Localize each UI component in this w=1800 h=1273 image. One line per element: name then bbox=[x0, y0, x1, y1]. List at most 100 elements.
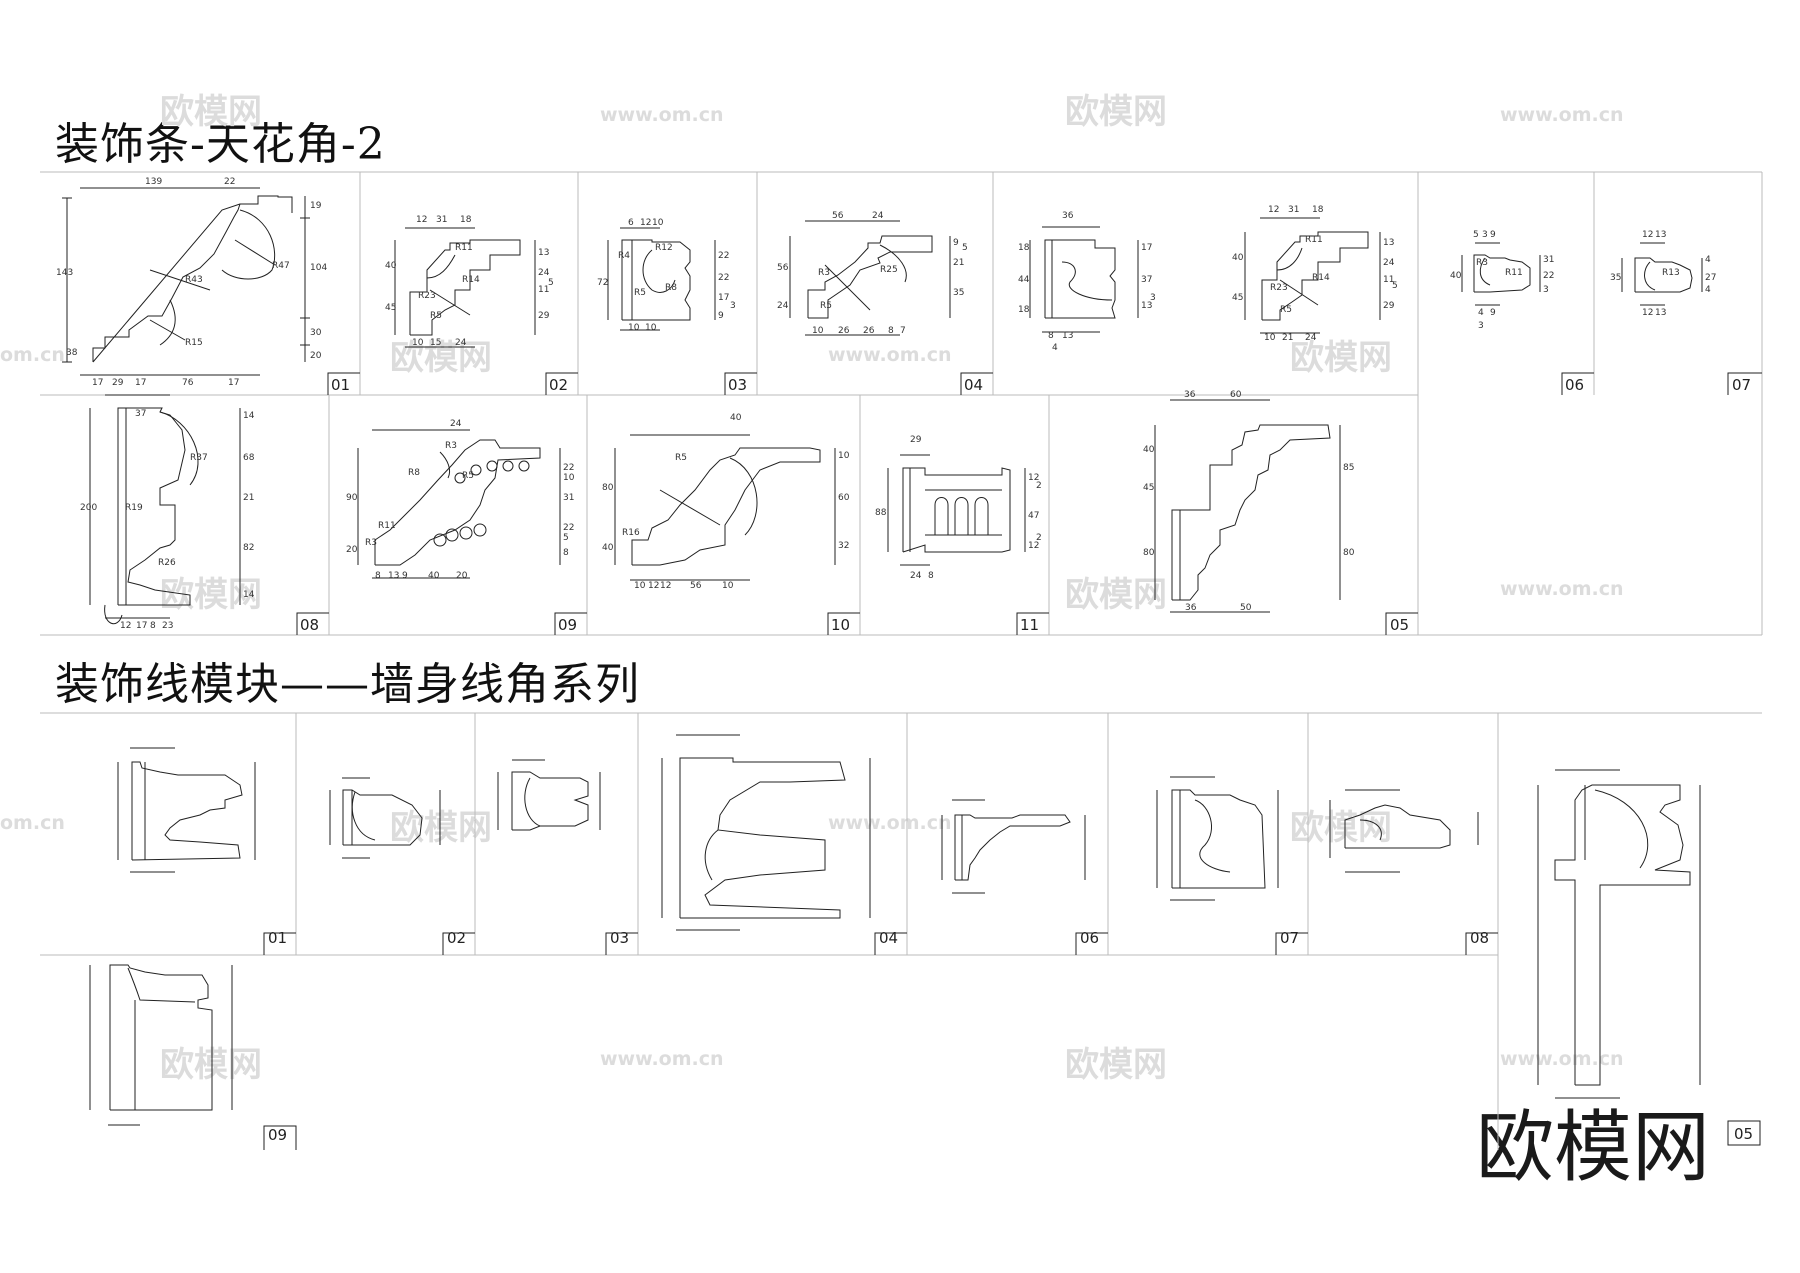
dim-label: 88 bbox=[875, 508, 887, 518]
panel-number: 11 bbox=[1020, 616, 1039, 634]
dim-label: R37 bbox=[190, 453, 208, 463]
dim-label: 5 bbox=[962, 243, 968, 253]
watermark-logo: 欧模网 bbox=[1290, 808, 1392, 848]
dim-label: 24 bbox=[872, 211, 884, 221]
dim-label: 8 bbox=[928, 571, 934, 581]
dim-label: 12 bbox=[1268, 205, 1279, 215]
dim-label: 13 bbox=[388, 571, 399, 581]
profile-s1-07 bbox=[1621, 242, 1703, 306]
dim-label: R19 bbox=[125, 503, 143, 513]
dim-label: 6 bbox=[628, 218, 634, 228]
dim-label: R5 bbox=[430, 311, 442, 321]
dim-label: 36 bbox=[1184, 390, 1196, 400]
dim-label: 8 bbox=[1048, 331, 1054, 341]
watermark-logo: 欧模网 bbox=[160, 575, 262, 615]
dim-label: 2 bbox=[1036, 533, 1042, 543]
dim-label: R23 bbox=[1270, 283, 1288, 293]
dim-label: R8 bbox=[408, 468, 420, 478]
dim-label: 13 bbox=[1655, 230, 1666, 240]
dim-label: 56 bbox=[777, 263, 789, 273]
dim-label: R3 bbox=[445, 441, 457, 451]
dim-label: 37 bbox=[1141, 275, 1152, 285]
dim-label: 4 bbox=[1705, 255, 1711, 265]
brand-logo-text: 欧模网 bbox=[1476, 1103, 1711, 1193]
dim-label: 5 bbox=[563, 533, 569, 543]
profile-s2-04 bbox=[661, 734, 871, 931]
dim-label: 4 bbox=[1478, 308, 1484, 318]
dim-label: R14 bbox=[462, 275, 480, 285]
panel-number: 04 bbox=[964, 376, 983, 394]
dim-label: 13 bbox=[1062, 331, 1073, 341]
dim-label: 10 bbox=[1264, 333, 1276, 343]
dim-label: 76 bbox=[182, 378, 194, 388]
dim-label: 22 bbox=[563, 463, 574, 473]
dim-label: R25 bbox=[880, 265, 898, 275]
dim-label: 90 bbox=[346, 493, 358, 503]
dim-label: R3 bbox=[365, 538, 377, 548]
dim-label: 40 bbox=[602, 543, 614, 553]
dim-label: R3 bbox=[1476, 258, 1488, 268]
panel-number: 06 bbox=[1080, 929, 1099, 947]
dim-label: 26 bbox=[863, 326, 875, 336]
watermark-url: om.cn bbox=[0, 344, 65, 366]
dim-label: 40 bbox=[730, 413, 742, 423]
dim-label: 12 bbox=[1028, 473, 1039, 483]
dim-label: R14 bbox=[1312, 273, 1330, 283]
profile-s2-07 bbox=[1156, 776, 1279, 901]
dim-label: 45 bbox=[1232, 293, 1243, 303]
profile-s2-01 bbox=[117, 747, 256, 873]
dim-label: 200 bbox=[80, 503, 97, 513]
dim-label: R11 bbox=[1505, 268, 1523, 278]
profile-s2-02 bbox=[329, 777, 441, 859]
dim-label: 36 bbox=[1185, 603, 1197, 613]
dim-label: 56 bbox=[690, 581, 702, 591]
dim-label: 10 bbox=[652, 218, 664, 228]
panel-number: 09 bbox=[558, 616, 577, 634]
dim-label: 15 bbox=[430, 338, 441, 348]
dim-label: 24 bbox=[455, 338, 467, 348]
watermark-logo: 欧模网 bbox=[390, 338, 492, 378]
dim-label: 3 bbox=[730, 301, 736, 311]
dim-label: 22 bbox=[224, 177, 235, 187]
dim-label: 14 bbox=[243, 411, 255, 421]
panel-number: 05 bbox=[1390, 616, 1409, 634]
section-title-ceiling-corner: 装饰条-天花角-2 bbox=[55, 119, 386, 170]
profile-s2-09 bbox=[89, 964, 233, 1126]
dim-label: 2 bbox=[1036, 481, 1042, 491]
dim-label: 4 bbox=[1705, 285, 1711, 295]
dim-label: 32 bbox=[838, 541, 849, 551]
dim-label: 37 bbox=[135, 409, 146, 419]
dim-label: 29 bbox=[538, 311, 550, 321]
watermark-url: www.om.cn bbox=[600, 1048, 724, 1070]
dim-label: 8 bbox=[375, 571, 381, 581]
panel-number: 01 bbox=[268, 929, 287, 947]
dim-label: 10 bbox=[412, 338, 424, 348]
dim-label: 27 bbox=[1705, 273, 1716, 283]
dim-label: 40 bbox=[1143, 445, 1155, 455]
dim-label: 9 bbox=[1490, 308, 1496, 318]
dim-label: 12 bbox=[1642, 230, 1653, 240]
dim-label: 24 bbox=[1383, 258, 1395, 268]
dim-label: 12 bbox=[120, 621, 131, 631]
dim-label: 24 bbox=[450, 419, 462, 429]
dim-label: 36 bbox=[1062, 211, 1074, 221]
panel-number: 03 bbox=[610, 929, 629, 947]
dim-label: 44 bbox=[1018, 275, 1030, 285]
dim-label: 21 bbox=[1282, 333, 1293, 343]
dim-label: 31 bbox=[1543, 255, 1554, 265]
dim-label: 13 bbox=[538, 248, 549, 258]
panel-number: 08 bbox=[300, 616, 319, 634]
dim-label: 29 bbox=[910, 435, 922, 445]
dim-label: 10 bbox=[812, 326, 824, 336]
dim-label: 80 bbox=[1143, 548, 1155, 558]
watermark-logo: 欧模网 bbox=[1065, 1045, 1167, 1085]
dim-label: R3 bbox=[818, 268, 830, 278]
watermark-logo: 欧模网 bbox=[160, 1045, 262, 1085]
watermark-url: www.om.cn bbox=[1500, 1048, 1624, 1070]
dim-label: 68 bbox=[243, 453, 255, 463]
dim-label: 56 bbox=[832, 211, 844, 221]
panel-number: 05 bbox=[1734, 1125, 1753, 1143]
profile-s1-06 bbox=[1461, 242, 1541, 306]
dim-label: R26 bbox=[158, 558, 176, 568]
